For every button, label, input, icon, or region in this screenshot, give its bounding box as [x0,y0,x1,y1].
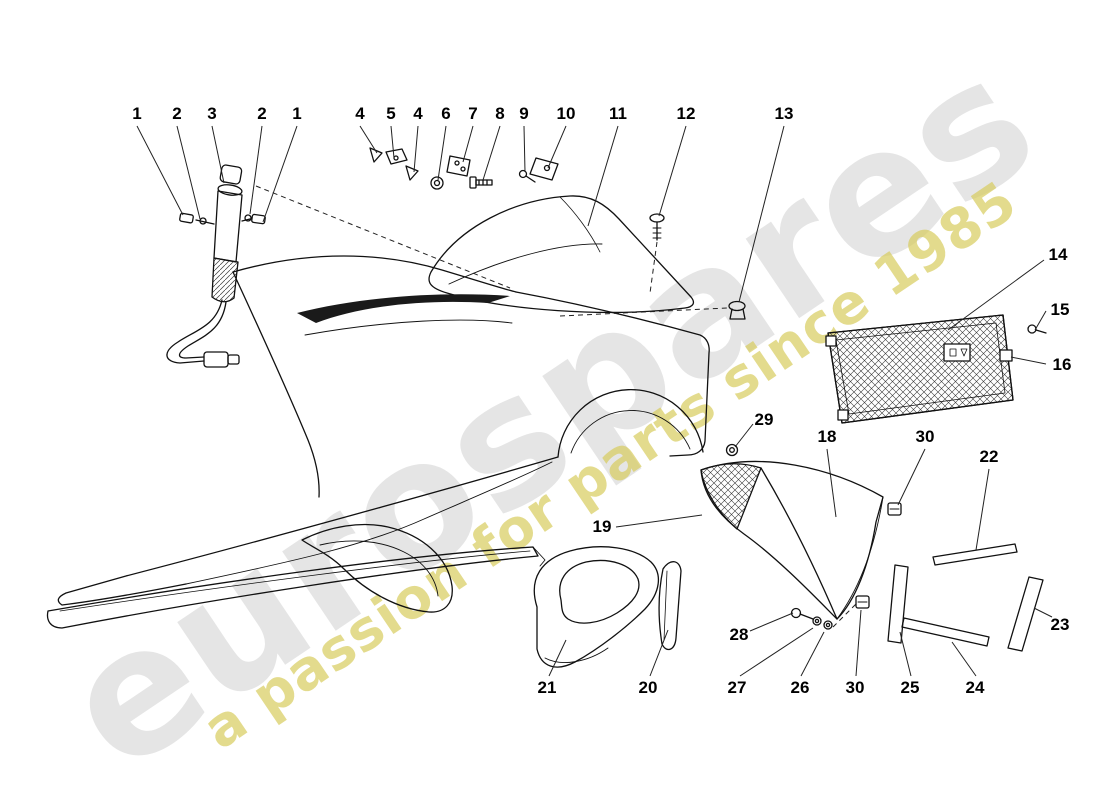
part-number-label: 30 [845,678,865,697]
part-number-label: 18 [817,427,837,446]
part-number-label: 28 [729,625,749,644]
part-number-label: 7 [468,104,478,123]
part-number-label: 24 [965,678,985,697]
clip-30-bottom [855,595,870,609]
part-number-label: 12 [676,104,696,123]
part-number-label: 1 [132,104,142,123]
part-number-label: 25 [900,678,920,697]
pocket-piece [533,546,659,668]
screw-12 [649,213,665,241]
molding-strip-20 [658,561,682,651]
clip-30-top [887,502,902,516]
quarter-trim-panel [700,460,884,620]
part-number-label: 3 [207,104,217,123]
quarter-panel [57,255,710,613]
part-number-label: 6 [441,104,451,123]
part-number-label: 27 [727,678,747,697]
part-number-label: 10 [556,104,576,123]
insulation-mat [825,314,1047,424]
screw-washer-set [790,607,833,630]
part-number-label: 5 [386,104,396,123]
part-number-label: 15 [1050,300,1070,319]
grommet-29 [725,443,739,457]
part-number-label: 16 [1052,355,1072,374]
leader-lines [136,125,1053,677]
part-number-label: 23 [1050,615,1070,634]
part-number-label: 29 [754,410,774,429]
small-fasteners-group [369,147,559,190]
part-number-label: 4 [355,104,365,123]
part-number-label: 19 [592,517,612,536]
sail-panel [428,195,695,314]
part-number-label: 20 [638,678,658,697]
part-number-label: 2 [257,104,267,123]
part-number-label: 13 [774,104,794,123]
sill-strip [46,546,546,629]
part-number-label: 26 [790,678,810,697]
part-number-label: 8 [495,104,505,123]
lock-assembly [166,164,266,368]
part-number-label: 4 [413,104,423,123]
part-number-label: 14 [1048,245,1068,264]
part-number-label: 30 [915,427,935,446]
part-number-label: 9 [519,104,529,123]
part-number-label: 11 [609,104,627,123]
part-number-label: 22 [979,447,999,466]
part-number-label: 2 [172,104,182,123]
trim-strips [887,543,1044,652]
part-number-label: 1 [292,104,302,123]
dashed-lines [255,185,858,628]
plug-13 [728,300,746,320]
part-number-label: 21 [537,678,557,697]
